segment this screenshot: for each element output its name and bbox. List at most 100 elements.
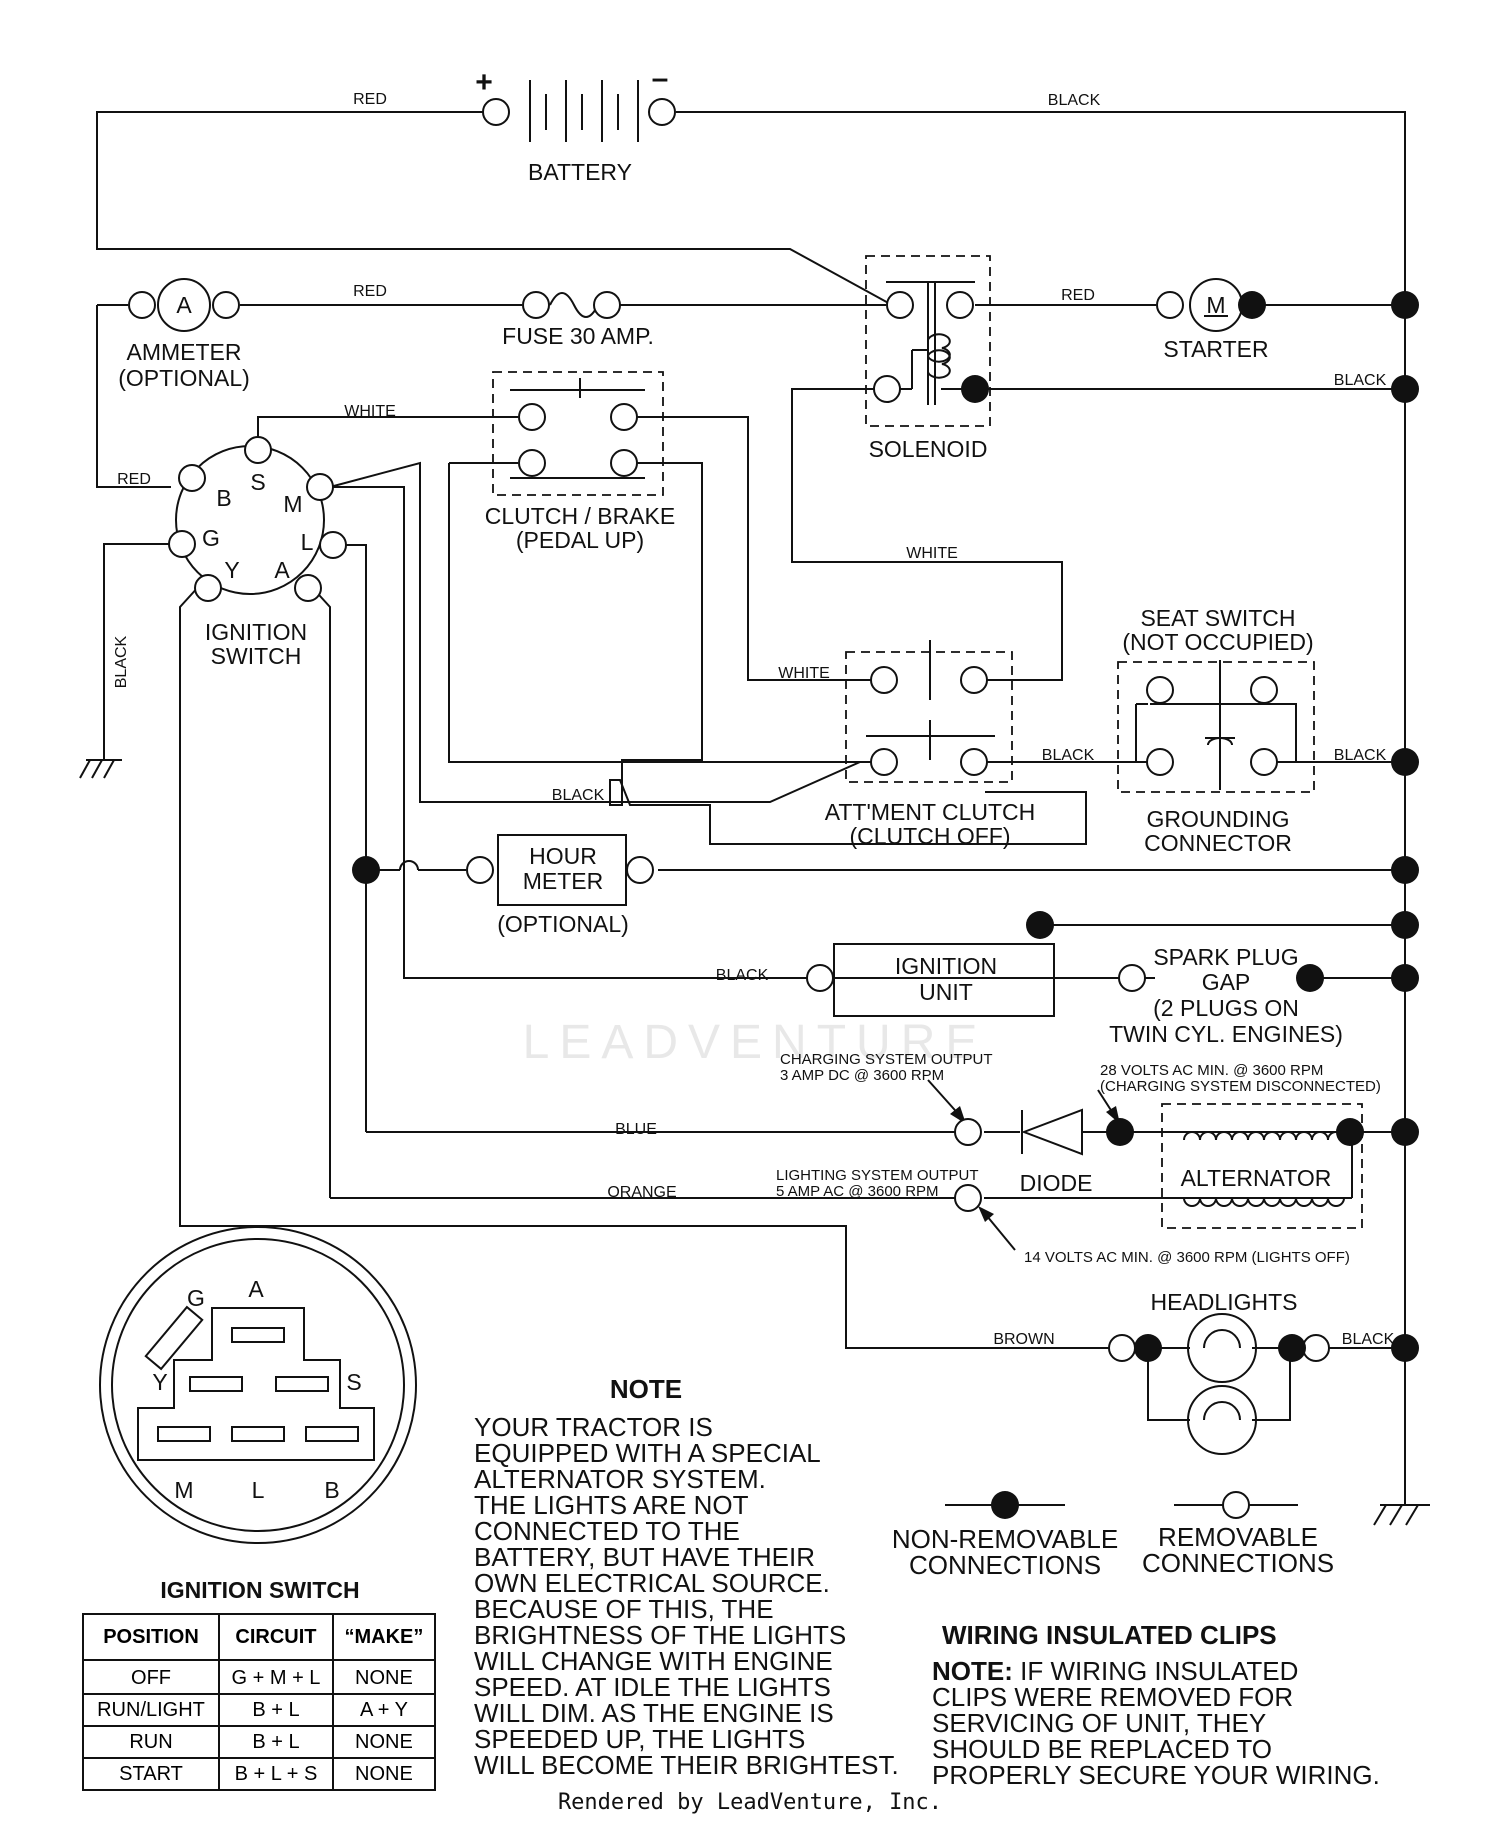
table-cell: RUN/LIGHT — [81, 1693, 221, 1727]
table-cell: B + L — [218, 1693, 334, 1727]
clutch-brake-label: CLUTCH / BRAKE — [485, 503, 675, 529]
wire-black-clutch — [329, 461, 861, 803]
label-red-ammeter: RED — [117, 471, 151, 488]
label-orange: ORANGE — [607, 1184, 676, 1201]
face-pin-m: M — [174, 1477, 193, 1503]
label-white-clutch: WHITE — [344, 403, 396, 420]
clips-title: WIRING INSULATED CLIPS — [942, 1620, 1277, 1650]
table-cell: START — [81, 1757, 221, 1791]
att-clutch-label: ATT'MENT CLUTCH — [825, 799, 1036, 825]
note-title: NOTE — [610, 1374, 682, 1404]
note-line: EQUIPPED WITH A SPECIAL — [474, 1438, 821, 1468]
lights-off-spec: 14 VOLTS AC MIN. @ 3600 RPM (LIGHTS OFF) — [1024, 1249, 1350, 1266]
solenoid-label: SOLENOID — [869, 436, 988, 462]
clutch-brake-sublabel: (PEDAL UP) — [516, 527, 644, 553]
ign-pin-a: A — [274, 557, 290, 583]
solenoid-box — [865, 255, 991, 427]
ignition-unit-label-1: IGNITION — [895, 953, 997, 979]
fuse-label: FUSE 30 AMP. — [502, 323, 654, 349]
switch-title: IGNITION SWITCH — [160, 1577, 359, 1603]
ignition-unit-box — [833, 943, 1055, 1017]
ignition-unit-label-2: UNIT — [919, 979, 973, 1005]
legend-removable-2: CONNECTIONS — [1142, 1548, 1334, 1578]
seat-switch-sublabel: (NOT OCCUPIED) — [1122, 629, 1313, 655]
label-white-solenoid: WHITE — [906, 545, 958, 562]
face-pin-b: B — [324, 1477, 339, 1503]
alternator-box — [1161, 1103, 1363, 1229]
svg-text:NOTE: IF WIRING INSULATED: NOTE: IF WIRING INSULATED — [932, 1656, 1298, 1686]
label-brown: BROWN — [993, 1331, 1054, 1348]
label-black-ignition: BLACK — [716, 967, 769, 984]
alternator-spec-line-1: 28 VOLTS AC MIN. @ 3600 RPM — [1100, 1062, 1323, 1079]
legend-non-removable-1: NON-REMOVABLE — [892, 1524, 1118, 1554]
hour-meter-label-2: METER — [523, 868, 604, 894]
alternator-label: ALTERNATOR — [1181, 1165, 1332, 1191]
table-row: RUN/LIGHT B + L A + Y — [81, 1693, 437, 1727]
wires — [96, 111, 1406, 1505]
charging-line-1: CHARGING SYSTEM OUTPUT — [780, 1051, 993, 1068]
face-pin-s: S — [346, 1369, 361, 1395]
headlight-lamp-1 — [1187, 1313, 1257, 1383]
starter-label: STARTER — [1163, 336, 1268, 362]
label-black-solenoid: BLACK — [1334, 372, 1387, 389]
table-cell: RUN — [81, 1725, 221, 1759]
clips-line-2: CLIPS WERE REMOVED FOR — [932, 1682, 1293, 1712]
face-pin-g: G — [187, 1285, 205, 1311]
clips-line-1: IF WIRING INSULATED — [1013, 1656, 1299, 1686]
lighting-line-2: 5 AMP AC @ 3600 RPM — [776, 1183, 939, 1200]
spark-plug-line-2: GAP — [1202, 969, 1251, 995]
clips-lead: NOTE: — [932, 1656, 1013, 1686]
table-header: CIRCUIT — [218, 1613, 334, 1661]
ignition-switch-label-2: SWITCH — [211, 643, 302, 669]
label-black-clutch: BLACK — [552, 787, 605, 804]
label-blue: BLUE — [615, 1121, 657, 1138]
diode-label: DIODE — [1020, 1170, 1093, 1196]
component-labels: + – BATTERY A AMMETER (OPTIONAL) FUSE 30… — [118, 62, 1381, 1315]
watermark: LEADVENTURE — [522, 1016, 988, 1069]
table-cell: NONE — [331, 1757, 437, 1791]
removable-terminals — [128, 98, 1330, 1362]
note-line: OWN ELECTRICAL SOURCE. — [474, 1568, 830, 1598]
footer-credit: Rendered by LeadVenture, Inc. — [557, 1790, 943, 1815]
table-cell: A + Y — [331, 1693, 437, 1727]
charging-line-2: 3 AMP DC @ 3600 RPM — [780, 1067, 944, 1084]
ammeter-symbol-text: A — [176, 292, 192, 318]
table-cell: OFF — [81, 1659, 221, 1695]
table-header: “MAKE” — [331, 1613, 437, 1661]
note-line: BECAUSE OF THIS, THE — [474, 1594, 774, 1624]
label-white-attclutch: WHITE — [778, 665, 830, 682]
wire-black-ground — [103, 543, 171, 760]
table-row: OFF G + M + L NONE — [81, 1659, 437, 1695]
ign-pin-s: S — [250, 469, 265, 495]
note-line: SPEEDED UP, THE LIGHTS — [474, 1724, 805, 1754]
ign-pin-b: B — [216, 485, 231, 511]
ground-symbol-right — [1373, 1504, 1430, 1526]
note-block: NOTE YOUR TRACTOR IS EQUIPPED WITH A SPE… — [474, 1374, 899, 1780]
seat-switch-box — [1117, 661, 1315, 793]
label-red-battery: RED — [353, 91, 387, 108]
connection-legend: NON-REMOVABLE CONNECTIONS REMOVABLE CONN… — [892, 1491, 1334, 1580]
wire-black-battery — [676, 111, 1406, 1505]
ammeter-sublabel: (OPTIONAL) — [118, 365, 250, 391]
label-black-ground: BLACK — [113, 635, 130, 688]
non-removable-connections — [352, 291, 1419, 1362]
face-pin-l: L — [252, 1477, 265, 1503]
label-red-fuse: RED — [353, 283, 387, 300]
note-line: WILL DIM. AS THE ENGINE IS — [474, 1698, 834, 1728]
headlight-lamp-2 — [1187, 1385, 1257, 1455]
table-header: POSITION — [81, 1613, 221, 1661]
table-cell: B + L + S — [218, 1757, 334, 1791]
face-pin-a: A — [248, 1276, 264, 1302]
clips-line-5: PROPERLY SECURE YOUR WIRING. — [932, 1760, 1380, 1790]
table-header-row: POSITION CIRCUIT “MAKE” — [81, 1613, 437, 1661]
table-cell: NONE — [331, 1659, 437, 1695]
clips-note: WIRING INSULATED CLIPS NOTE: IF WIRING I… — [932, 1620, 1380, 1790]
spark-plug-line-3: (2 PLUGS ON — [1153, 995, 1299, 1021]
wire-white-clutch — [257, 416, 518, 450]
table-row: START B + L + S NONE — [81, 1757, 437, 1791]
note-line: BATTERY, BUT HAVE THEIR — [474, 1542, 815, 1572]
headlights-label: HEADLIGHTS — [1151, 1289, 1298, 1315]
table-row: RUN B + L NONE — [81, 1725, 437, 1759]
fuse-symbol — [549, 292, 599, 318]
